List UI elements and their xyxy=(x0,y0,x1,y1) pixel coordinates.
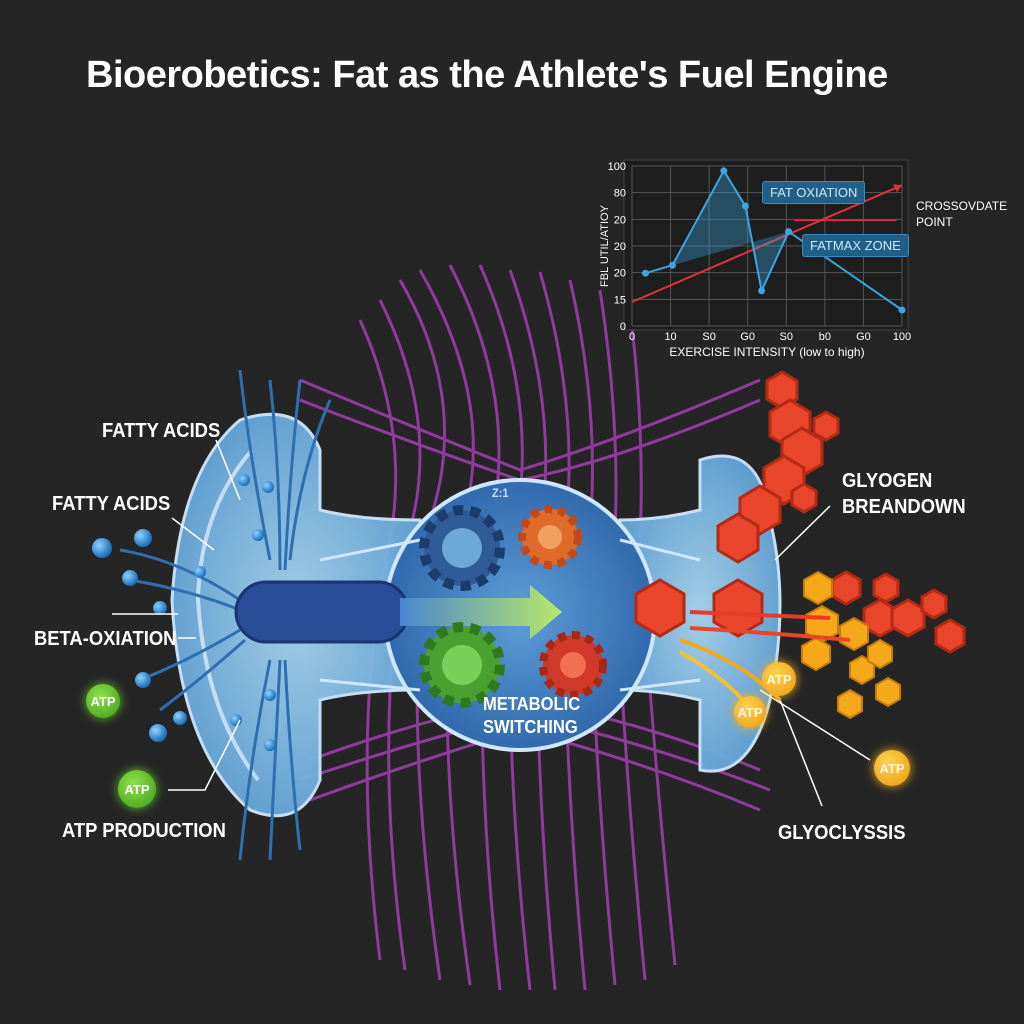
label-beta-oxidation: BETA-OXIATION xyxy=(34,628,177,650)
atp-badge-green-2: ATP xyxy=(118,770,156,808)
atp-badge-orange-1: ATP xyxy=(762,662,796,696)
y-axis-label: FBL UTIL/ATIOY xyxy=(599,204,611,287)
label-fatty-acids: FATTY ACIDS xyxy=(52,493,171,515)
fat-data-point xyxy=(720,167,728,175)
x-tick-label: 100 xyxy=(893,331,911,343)
x-axis-label: EXERCISE INTENSITY (low to high) xyxy=(669,345,864,359)
fat-data-point xyxy=(642,269,649,277)
fat-data-point xyxy=(741,202,749,210)
atp-badge-orange-3: ATP xyxy=(874,750,910,786)
label-glycogen: GLYOGEN xyxy=(842,470,933,492)
page-title: Bioerobetics: Fat as the Athlete's Fuel … xyxy=(86,54,888,96)
y-tick-label: 15 xyxy=(614,294,626,306)
y-tick-label: 80 xyxy=(614,188,626,200)
chart-callout-fat-oxidation: FAT OXIATION xyxy=(762,181,866,204)
x-tick-label: G0 xyxy=(740,331,755,343)
y-tick-label: 0 xyxy=(620,321,626,333)
beta-oxidation-arrow xyxy=(234,580,562,644)
label-atp-production: ATP PRODUCTION xyxy=(62,820,226,842)
label-breakdown: BREANDOWN xyxy=(842,496,966,518)
fat-oxidation-area xyxy=(645,170,789,291)
fatty-acid-branches xyxy=(119,369,332,861)
chart-callout-fatmax-zone: FATMAX ZONE xyxy=(802,234,909,257)
y-tick-label: 100 xyxy=(608,161,626,173)
label-fatty-acids-top: FATTY ACIDS xyxy=(102,420,221,442)
fat-data-point xyxy=(758,287,766,295)
x-tick-label: b0 xyxy=(819,331,831,343)
fat-data-point xyxy=(785,228,793,236)
fat-data-point xyxy=(669,261,676,269)
y-tick-label: 20 xyxy=(614,268,626,280)
x-tick-label: 10 xyxy=(664,331,676,343)
y-tick-label: 20 xyxy=(614,214,626,226)
x-tick-label: S0 xyxy=(702,331,715,343)
label-switching: SWITCHING xyxy=(483,717,578,737)
atp-badge-green-1: ATP xyxy=(86,684,120,718)
callout-lines xyxy=(112,439,871,807)
fatty-acid-beads xyxy=(92,474,276,751)
glucose-hexagons xyxy=(801,570,901,720)
x-tick-label: S0 xyxy=(780,331,793,343)
x-tick-label: 0 xyxy=(629,331,635,343)
mito-mark: Z:1 xyxy=(492,486,509,500)
label-glycolysis: GLYOCLYSSIS xyxy=(778,822,906,844)
atp-badge-orange-2: ATP xyxy=(734,696,766,728)
label-metabolic: METABOLIC xyxy=(483,694,581,714)
y-tick-label: 20 xyxy=(614,241,626,253)
glycogen-hexagons xyxy=(634,370,966,654)
fat-data-point xyxy=(898,306,906,314)
x-tick-label: G0 xyxy=(856,331,871,343)
chart-callout-crossover: CROSSOVDATE POINT xyxy=(916,199,1008,229)
chart-series xyxy=(631,167,906,314)
gear-green-icon xyxy=(419,622,505,708)
carb-arrow-head xyxy=(893,184,902,193)
gear-red-icon xyxy=(539,631,607,699)
gear-blue-icon xyxy=(419,505,505,591)
gear-orange-icon xyxy=(518,505,582,569)
carb-oxidation-line xyxy=(631,184,903,303)
